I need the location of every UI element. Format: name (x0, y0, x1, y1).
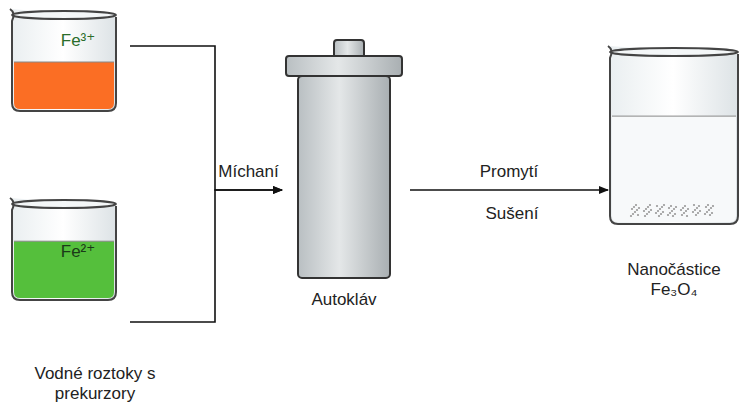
node-text: Nanočástice Fe₃O₄ (619, 260, 729, 301)
edge-label: Míchaní (216, 162, 280, 182)
step-label: Sušení (484, 204, 541, 224)
beaker-node: Fe³⁺ (8, 3, 120, 115)
node-text: Fe³⁺ (48, 31, 108, 51)
connector-arrow (410, 189, 608, 191)
caption-label: Vodné roztoky s prekurzory (8, 364, 182, 405)
edge-label: Promytí (478, 162, 541, 182)
connector-arrow (130, 46, 282, 190)
node-text: Autokláv (284, 290, 404, 310)
autoclave-node: Autokláv (284, 38, 404, 318)
node-text: Fe²⁺ (48, 242, 108, 262)
autoclave-shape (284, 38, 404, 280)
beaker-node: Nanočástice Fe₃O₄ (606, 38, 742, 308)
beaker-shape (8, 3, 120, 115)
beaker-node: Fe²⁺ (8, 192, 120, 304)
beaker-shape (606, 38, 742, 228)
connector-arrow (130, 190, 282, 322)
